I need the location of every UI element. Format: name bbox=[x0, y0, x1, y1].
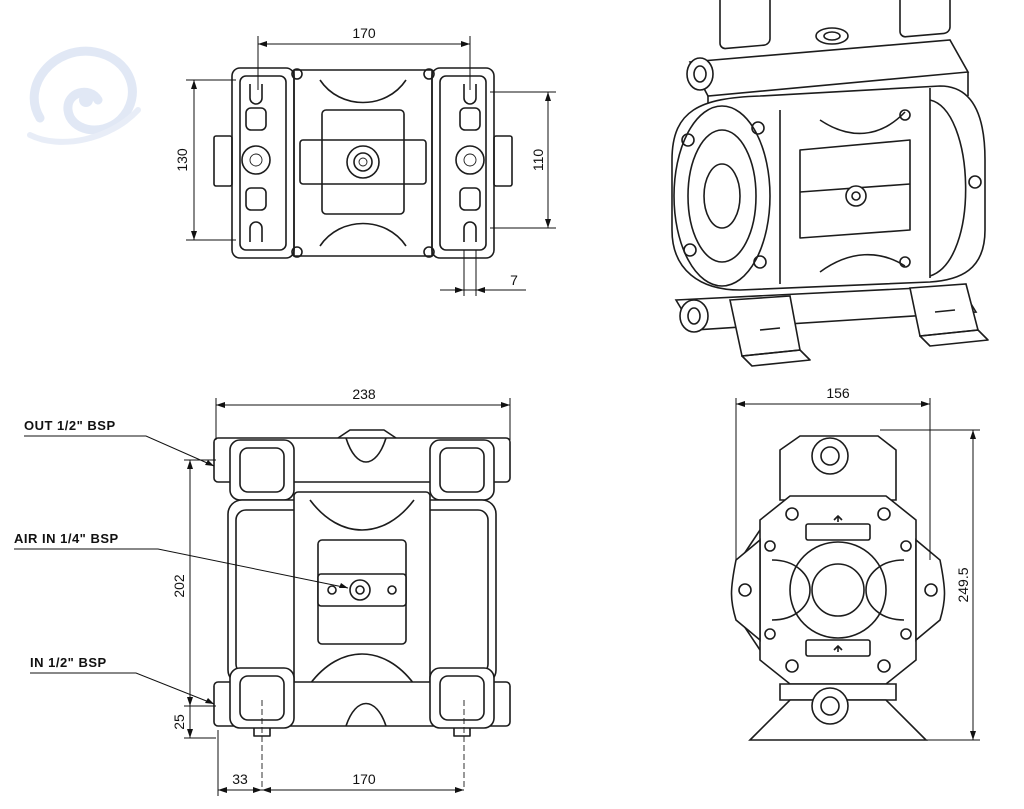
callout-inlet: IN 1/2" BSP bbox=[30, 655, 107, 670]
port-callouts: OUT 1/2" BSP AIR IN 1/4" BSP IN 1/2" BSP bbox=[14, 418, 349, 705]
dim-top-width: 170 bbox=[352, 25, 376, 41]
dim-top-height-outer: 130 bbox=[174, 148, 190, 172]
side-view bbox=[730, 435, 946, 741]
dim-side-width: 156 bbox=[826, 385, 850, 401]
dim-front-bottom-offset: 25 bbox=[171, 714, 187, 730]
front-view-dimensions: 238 202 25 33 170 bbox=[171, 386, 511, 796]
top-view-dimensions: 170 130 110 7 bbox=[174, 25, 556, 296]
top-view bbox=[213, 67, 513, 259]
swirl-logo-icon bbox=[27, 46, 141, 145]
callout-air-inlet: AIR IN 1/4" BSP bbox=[14, 531, 119, 546]
side-view-dimensions: 156 249.5 bbox=[735, 385, 980, 741]
dim-top-slot: 7 bbox=[510, 272, 518, 288]
dim-front-width: 238 bbox=[352, 386, 376, 402]
dim-front-height: 202 bbox=[171, 574, 187, 598]
dim-front-left-offset: 33 bbox=[232, 771, 248, 787]
callout-outlet: OUT 1/2" BSP bbox=[24, 418, 116, 433]
front-view bbox=[213, 429, 511, 790]
isometric-view bbox=[671, 0, 989, 367]
dim-front-port-spacing: 170 bbox=[352, 771, 376, 787]
dim-side-height: 249.5 bbox=[955, 567, 971, 602]
dim-top-height-inner: 110 bbox=[530, 149, 546, 172]
